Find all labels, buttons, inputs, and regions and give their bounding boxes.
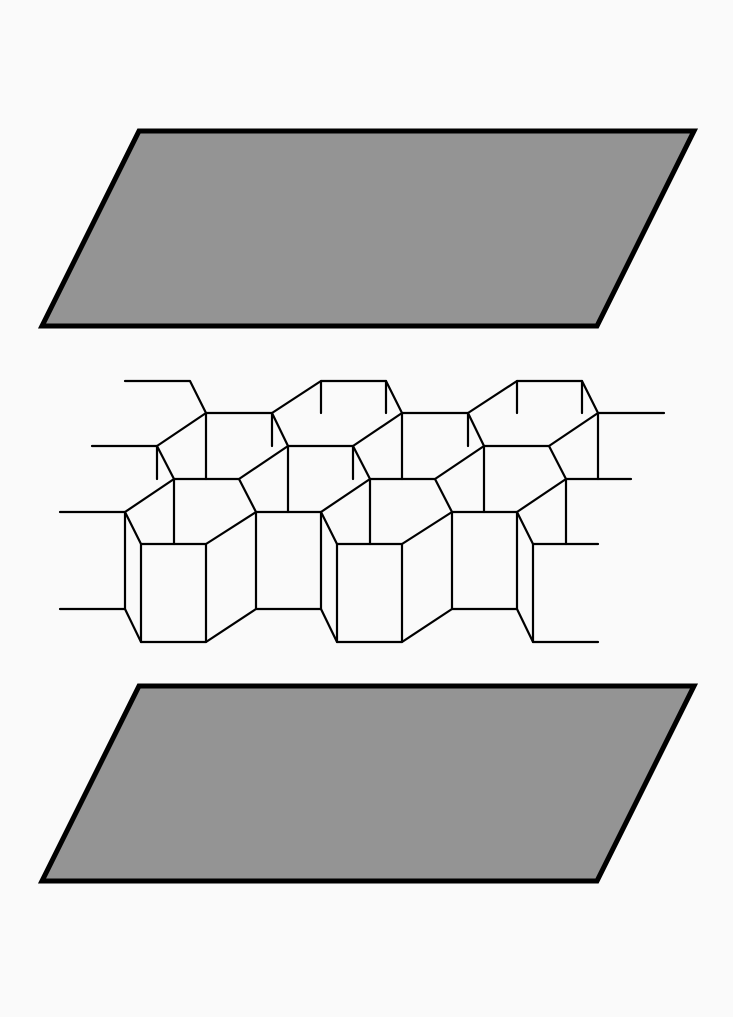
- core-cell-wall: [123, 379, 666, 415]
- core-cell-wall: [123, 477, 568, 514]
- top-face-sheet: [37, 128, 699, 329]
- core-cell-wall: [58, 607, 600, 644]
- core-cell-wall: [319, 379, 584, 415]
- core-cell-wall: [90, 444, 633, 481]
- core-cell-wall: [123, 510, 535, 644]
- core-cell-wall: [155, 444, 486, 514]
- core-cell-wall: [204, 411, 600, 481]
- bottom-face-sheet: [37, 683, 699, 884]
- core-cell-wall: [58, 510, 600, 546]
- core-cell-wall: [155, 411, 600, 448]
- honeycomb-core: [58, 379, 666, 644]
- core-cell-wall: [172, 477, 568, 546]
